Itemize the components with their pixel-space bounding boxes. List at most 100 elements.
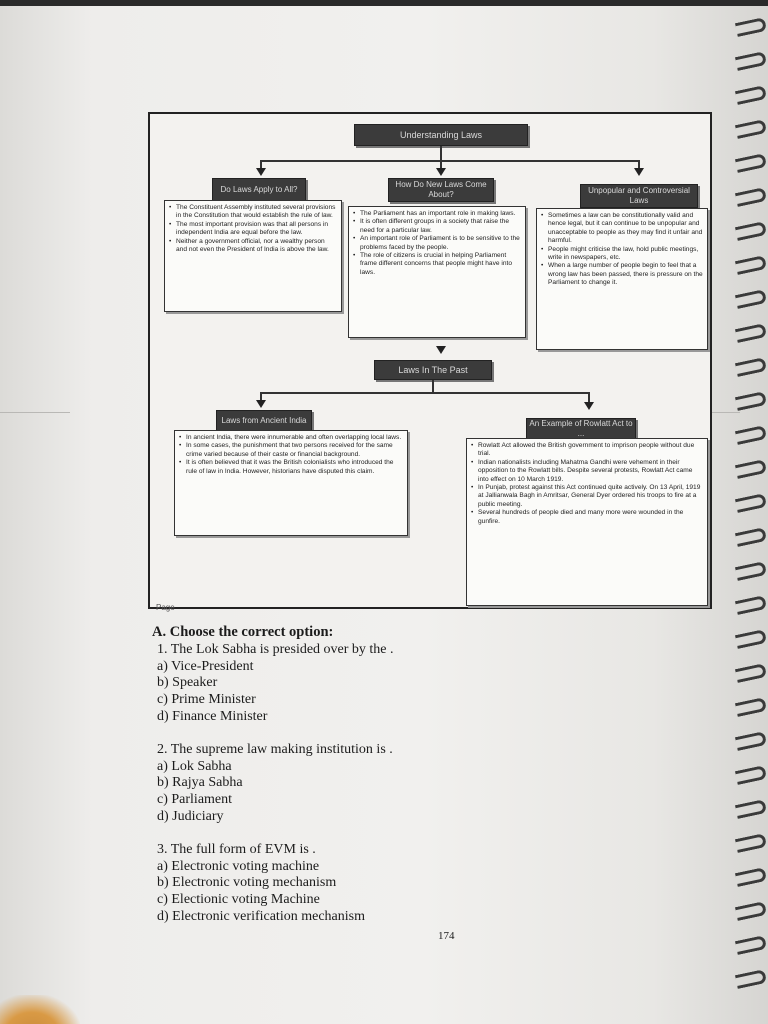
- bullet-point: Indian nationalists including Mahatma Ga…: [471, 459, 703, 484]
- answer-option: b) Rajya Sabha: [157, 775, 243, 791]
- answer-option: a) Electronic voting machine: [157, 858, 320, 874]
- cut-off-text: Page: [156, 603, 175, 612]
- bullet-point: Sometimes a law can be constitutionally …: [541, 212, 703, 246]
- branch-right-title: Unpopular and Controversial Laws: [580, 184, 698, 208]
- answer-option: d) Judiciary: [157, 808, 224, 824]
- past-left-points-list: In ancient India, there were innumerable…: [179, 434, 403, 476]
- spiral-coil: [734, 255, 768, 275]
- spiral-coil: [734, 187, 768, 207]
- mcq-section: A. Choose the correct option: 1. The Lok…: [152, 624, 572, 926]
- bullet-point: Neither a government official, nor a wea…: [169, 238, 337, 255]
- answer-option: c) Electionic voting Machine: [157, 892, 320, 908]
- bullet-point: In ancient India, there were innumerable…: [179, 434, 403, 443]
- spiral-coil: [734, 119, 768, 139]
- bullet-point: The most important provision was that al…: [169, 221, 337, 238]
- bullet-point: People might criticise the law, hold pub…: [541, 246, 703, 263]
- left-points-box: The Constituent Assembly instituted seve…: [164, 200, 342, 312]
- middle-points-list: The Parliament has an important role in …: [353, 210, 521, 277]
- question-text: 1. The Lok Sabha is presided over by the…: [157, 641, 394, 657]
- spiral-coil: [734, 629, 768, 649]
- bullet-point: When a large number of people begin to f…: [541, 262, 703, 287]
- answer-option: a) Lok Sabha: [157, 758, 232, 774]
- top-edge-shadow: [0, 0, 768, 6]
- spiral-coil: [734, 459, 768, 479]
- left-points-list: The Constituent Assembly instituted seve…: [169, 204, 337, 254]
- connector-line: [260, 160, 640, 162]
- arrow-down-icon: [584, 402, 594, 410]
- question-block: 1. The Lok Sabha is presided over by the…: [152, 642, 572, 726]
- bullet-point: It is often different groups in a societ…: [353, 218, 521, 235]
- connector-line: [440, 160, 442, 170]
- spiral-coil: [734, 765, 768, 785]
- answer-option: b) Speaker: [157, 675, 218, 691]
- answer-option: c) Parliament: [157, 792, 233, 808]
- spiral-coil: [734, 561, 768, 581]
- spiral-coil: [734, 799, 768, 819]
- connector-line: [588, 392, 590, 404]
- connector-line: [260, 392, 590, 394]
- spiral-coil: [734, 833, 768, 853]
- question-text: 2. The supreme law making institution is…: [157, 741, 393, 757]
- arrow-down-icon: [634, 168, 644, 176]
- arrow-down-icon: [436, 168, 446, 176]
- bullet-point: The Constituent Assembly instituted seve…: [169, 204, 337, 221]
- right-points-list: Sometimes a law can be constitutionally …: [541, 212, 703, 288]
- bullet-point: It is often believed that it was the Bri…: [179, 459, 403, 476]
- middle-points-box: The Parliament has an important role in …: [348, 206, 526, 338]
- branch-left-title: Do Laws Apply to All?: [212, 178, 306, 202]
- past-right-points-box: Rowlatt Act allowed the British governme…: [466, 438, 708, 606]
- spiral-coil: [734, 17, 768, 37]
- spiral-coil: [734, 85, 768, 105]
- answer-option: d) Electronic verification mechanism: [157, 908, 365, 924]
- page-number: 174: [438, 930, 455, 942]
- answer-option: b) Electronic voting mechanism: [157, 875, 337, 891]
- spiral-coil: [734, 935, 768, 955]
- ruled-line: [700, 412, 740, 413]
- answer-option: a) Vice-President: [157, 658, 254, 674]
- arrow-down-icon: [256, 168, 266, 176]
- spiral-coil: [734, 969, 768, 989]
- spiral-coil: [734, 697, 768, 717]
- flowchart: Understanding Laws Do Laws Apply to All?…: [148, 112, 712, 609]
- bullet-point: Several hundreds of people died and many…: [471, 509, 703, 526]
- question-block: 2. The supreme law making institution is…: [152, 742, 572, 826]
- spiral-coil: [734, 289, 768, 309]
- past-right-title: An Example of Rowlatt Act to ...: [526, 418, 636, 440]
- spiral-coil: [734, 425, 768, 445]
- question-block: 3. The full form of EVM is .a) Electroni…: [152, 842, 572, 926]
- spiral-coil: [734, 527, 768, 547]
- connector-line: [440, 146, 442, 160]
- answer-option: c) Prime Minister: [157, 692, 256, 708]
- ruled-line: [0, 412, 70, 413]
- spiral-coil: [734, 357, 768, 377]
- question-list: 1. The Lok Sabha is presided over by the…: [152, 642, 572, 926]
- flowchart-title-box: Understanding Laws: [354, 124, 528, 146]
- past-title-box: Laws In The Past: [374, 360, 492, 380]
- bullet-point: In some cases, the punishment that two p…: [179, 442, 403, 459]
- spiral-coil: [734, 731, 768, 751]
- spiral-coil: [734, 595, 768, 615]
- spiral-coil: [734, 391, 768, 411]
- question-text: 3. The full form of EVM is .: [157, 841, 316, 857]
- past-right-points-list: Rowlatt Act allowed the British governme…: [471, 442, 703, 526]
- spiral-coil: [734, 663, 768, 683]
- answer-option: d) Finance Minister: [157, 708, 268, 724]
- arrow-down-icon: [256, 400, 266, 408]
- connector-line: [432, 380, 434, 392]
- bullet-point: An important role of Parliament is to be…: [353, 235, 521, 252]
- connector-line: [260, 160, 262, 170]
- right-points-box: Sometimes a law can be constitutionally …: [536, 208, 708, 350]
- spiral-coil: [734, 867, 768, 887]
- table-edge: [0, 995, 80, 1024]
- bullet-point: The Parliament has an important role in …: [353, 210, 521, 219]
- spiral-coil: [734, 493, 768, 513]
- spiral-binding: [728, 17, 768, 1020]
- spiral-coil: [734, 153, 768, 173]
- spiral-coil: [734, 51, 768, 71]
- bullet-point: The role of citizens is crucial in helpi…: [353, 252, 521, 277]
- spiral-coil: [734, 901, 768, 921]
- arrow-down-icon: [436, 346, 446, 354]
- spiral-coil: [734, 323, 768, 343]
- connector-line: [638, 160, 640, 170]
